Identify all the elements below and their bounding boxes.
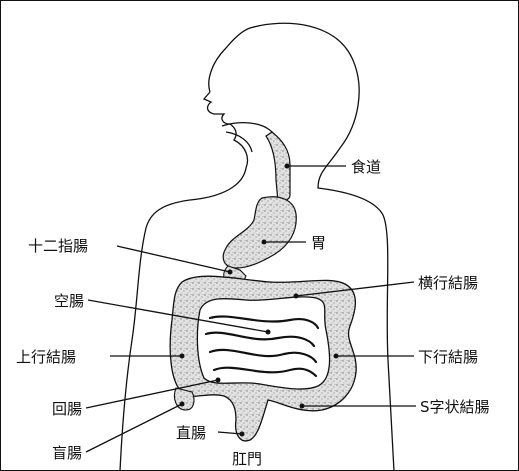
label-transverse-colon: 横行結腸	[418, 274, 478, 292]
label-cecum: 盲腸	[52, 444, 82, 462]
label-sigmoid-colon: S字状結腸	[420, 398, 490, 416]
label-stomach: 胃	[311, 234, 326, 252]
label-duodenum: 十二指腸	[28, 237, 88, 255]
label-esophagus: 食道	[351, 158, 381, 176]
label-jejunum: 空腸	[54, 292, 84, 310]
label-anus: 肛門	[232, 450, 262, 468]
label-rectum: 直腸	[176, 424, 206, 442]
label-ascending-colon: 上行結腸	[16, 348, 76, 366]
label-ileum: 回腸	[52, 400, 82, 418]
label-descending-colon: 下行結腸	[418, 348, 478, 366]
